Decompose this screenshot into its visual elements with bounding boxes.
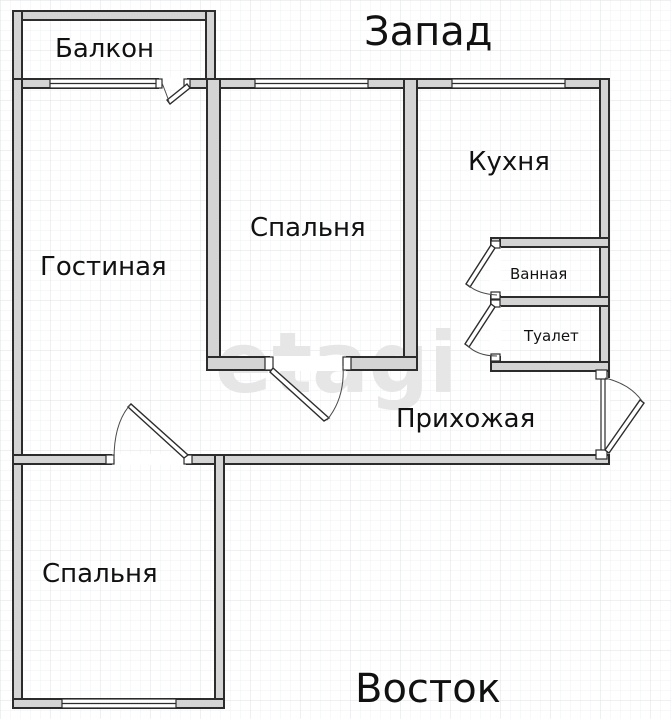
door-bedroom-top [264,356,352,422]
label-toilet: Туалет [523,327,579,345]
wall-hall-bottom [214,454,610,465]
label-balcony: Балкон [55,34,154,64]
compass-west: Запад [364,9,492,55]
wall-balcony-top [12,10,216,21]
wall-balcony-left [12,10,23,85]
label-bedroom-bottom: Спальня [42,559,158,589]
window-living [49,78,159,89]
wall-bedroom2-right [214,454,225,709]
window-bedroom-bottom [61,698,177,709]
label-living-room: Гостиная [40,252,167,282]
wall-bedroom1-left [206,78,221,371]
wall-bedroom1-right [403,78,418,371]
label-bedroom-top: Спальня [250,213,366,243]
window-kitchen [451,78,566,89]
door-living-room [105,403,193,465]
wall-balcony-right [205,10,216,85]
doors [105,78,645,465]
door-bathroom [465,240,501,300]
door-toilet [464,299,501,362]
door-balcony [155,78,191,105]
windows [49,78,566,709]
label-hallway: Прихожая [396,404,535,434]
window-bedroom-top [254,78,369,89]
door-entrance [595,369,645,460]
wall-toilet-bottom [490,361,610,372]
wall-bath-toilet [490,296,610,307]
wall-outer-left [12,78,23,709]
compass-east: Восток [355,666,501,712]
label-kitchen: Кухня [468,147,550,177]
wall-kitchen-bottom [490,237,610,248]
label-bathroom: Ванная [510,265,567,283]
